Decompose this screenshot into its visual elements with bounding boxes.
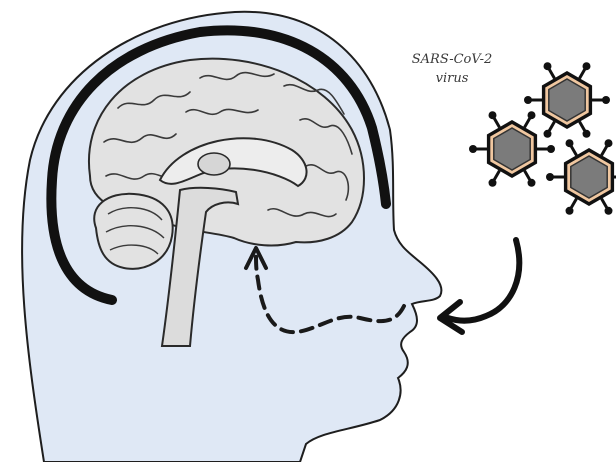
virus-spike-tip (566, 207, 574, 215)
virus-spike-tip (528, 111, 536, 119)
virus-spike-tip (528, 179, 536, 187)
virus-spike-tip (546, 173, 554, 181)
entry-arrow (448, 240, 519, 321)
virus-spike-tip (602, 96, 610, 104)
virus-spike-tip (544, 62, 552, 70)
virus-spike-tip (583, 130, 591, 138)
virus-spike-tip (547, 145, 555, 153)
virus-spike-tip (605, 207, 613, 215)
thalamus (198, 153, 230, 175)
virus-spike-tip (489, 111, 497, 119)
virus-spike-tip (524, 96, 532, 104)
virus-particle-top (524, 62, 610, 138)
virus-spike-tip (544, 130, 552, 138)
virus-label-line-2: virus (392, 69, 512, 88)
virus-particle-left (469, 111, 555, 187)
virus-spike-tip (583, 62, 591, 70)
virus-label-line-1: SARS-CoV-2 (392, 50, 512, 69)
virus-spike-tip (489, 179, 497, 187)
virus-spike-tip (566, 139, 574, 147)
virus-particle-right (546, 139, 616, 215)
virus-spike-tip (605, 139, 613, 147)
virus-spike-tip (469, 145, 477, 153)
